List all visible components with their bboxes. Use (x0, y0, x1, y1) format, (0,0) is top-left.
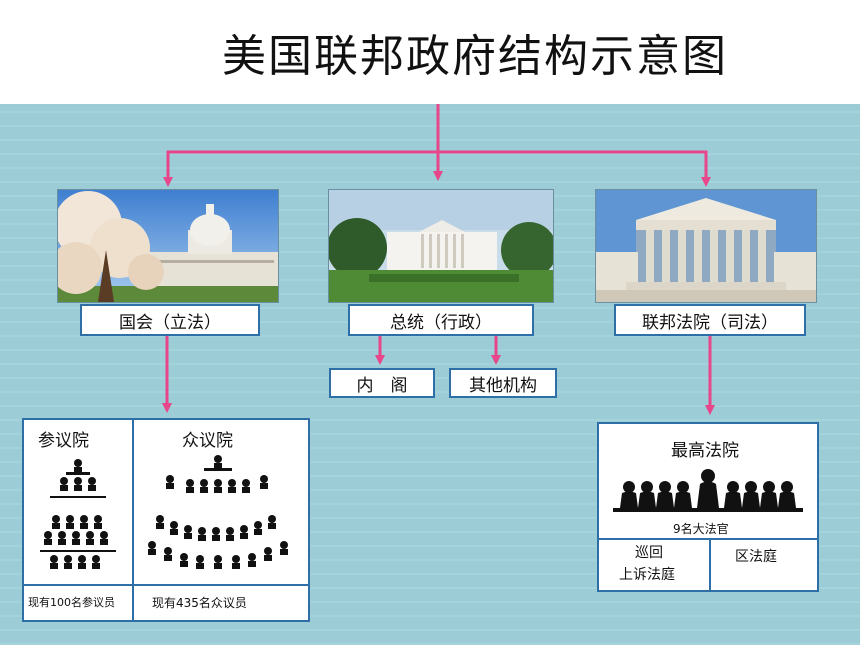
house-seats (148, 455, 288, 569)
executive-label-text: 总统（行政） (390, 312, 492, 333)
senate-seats (40, 459, 116, 569)
title-bar: 美国联邦政府结构示意图 (0, 0, 860, 104)
courts-mid-divider (709, 538, 711, 590)
cabinet-label: 内 阁 (329, 368, 435, 398)
judicial-label: 联邦法院（司法） (614, 304, 806, 336)
capitol-photo (57, 189, 279, 303)
district-court: 区法庭 (735, 549, 777, 565)
courts-divider (599, 538, 817, 540)
diagram-panel: 国会（立法） 总统（行政） 联邦法院（司法） 内 阁 其他机构 参议院 众议院 (0, 104, 860, 645)
justices-pictogram (613, 469, 803, 512)
chamber-caption-divider (24, 584, 308, 586)
supreme-court-photo (595, 189, 817, 303)
page-title: 美国联邦政府结构示意图 (222, 31, 728, 82)
other-agencies-label: 其他机构 (449, 368, 557, 398)
courts-box: 最高法院 9名大法官 巡回 上诉法庭 区法庭 (597, 422, 819, 592)
house-title: 众议院 (182, 431, 233, 451)
white-house-photo (328, 189, 554, 303)
appeals-court-line2: 上诉法庭 (619, 567, 675, 583)
appeals-court-line1: 巡回 (635, 545, 663, 561)
senate-caption: 现有100名参议员 (28, 596, 115, 609)
chamber-divider (132, 420, 134, 620)
house-caption: 现有435名众议员 (152, 596, 247, 610)
seat-pictograms (40, 455, 288, 569)
other-agencies-label-text: 其他机构 (469, 375, 537, 396)
connector-arrows (162, 104, 715, 415)
legislative-label: 国会（立法） (80, 304, 260, 336)
legislative-label-text: 国会（立法） (119, 312, 221, 333)
congress-chambers-box: 参议院 众议院 现有100名 (22, 418, 310, 622)
executive-label: 总统（行政） (348, 304, 534, 336)
cabinet-label-text: 内 阁 (356, 375, 408, 396)
judicial-label-text: 联邦法院（司法） (642, 312, 778, 333)
justices-caption: 9名大法官 (673, 522, 729, 536)
senate-title: 参议院 (38, 431, 89, 451)
supreme-court-title: 最高法院 (671, 441, 739, 461)
